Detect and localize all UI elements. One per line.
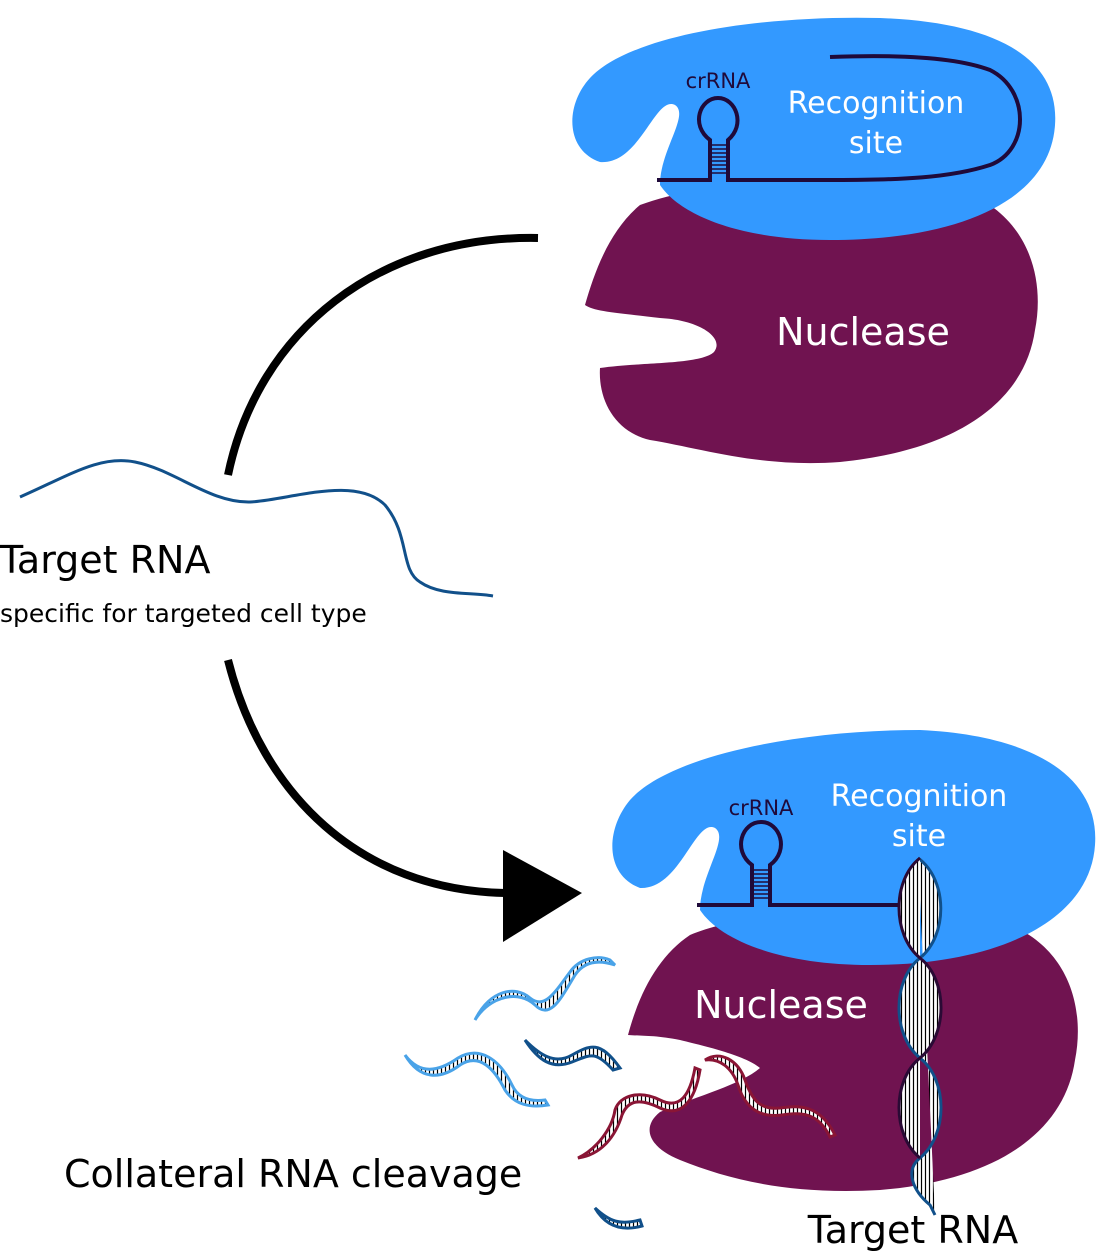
target-rna-title: Target RNA bbox=[0, 538, 210, 582]
lower-arc-arrow bbox=[224, 659, 506, 897]
rna-fragment-1 bbox=[473, 956, 617, 1021]
rna-fragment-3 bbox=[403, 1051, 551, 1108]
collateral-rna-fragments bbox=[403, 956, 838, 1230]
arrowhead bbox=[503, 850, 582, 942]
rna-fragment-5 bbox=[704, 1054, 838, 1139]
top-crrna-label: crRNA bbox=[686, 69, 751, 93]
bottom-complex: crRNA Recognition site Nuclease bbox=[612, 730, 1096, 1216]
bottom-recognition-label-2: site bbox=[892, 819, 946, 854]
top-crrna-hairpin bbox=[657, 54, 1022, 182]
target-rna-subtitle: specific for targeted cell type bbox=[0, 599, 367, 628]
top-recognition-label-2: site bbox=[849, 126, 903, 161]
rna-fragment-4 bbox=[577, 1065, 702, 1160]
top-nuclease-label: Nuclease bbox=[776, 310, 950, 354]
bound-target-rna-label: Target RNA bbox=[807, 1208, 1018, 1252]
bottom-nuclease-label: Nuclease bbox=[694, 983, 868, 1027]
bound-target-rna-helix bbox=[897, 856, 943, 1216]
top-complex: crRNA Recognition site Nuclease bbox=[572, 17, 1056, 464]
target-rna-strand bbox=[19, 459, 494, 598]
bottom-recognition-label-1: Recognition bbox=[831, 779, 1008, 814]
bottom-recognition-body bbox=[612, 730, 1096, 965]
upper-arc-arrow bbox=[224, 233, 539, 476]
process-arrows bbox=[224, 233, 582, 942]
bottom-crrna-hairpin bbox=[697, 819, 915, 907]
rna-fragment-2 bbox=[523, 1038, 623, 1072]
bottom-nuclease-body bbox=[628, 911, 1078, 1191]
top-crrna-loop-strand bbox=[829, 54, 1022, 182]
top-nuclease-body bbox=[585, 180, 1038, 464]
bottom-crrna-label: crRNA bbox=[729, 796, 794, 820]
top-recognition-label-1: Recognition bbox=[788, 86, 965, 121]
free-target-rna: Target RNA specific for targeted cell ty… bbox=[0, 459, 494, 628]
collateral-cleavage-label: Collateral RNA cleavage bbox=[64, 1152, 522, 1196]
top-recognition-body bbox=[572, 17, 1056, 241]
rna-fragment-6 bbox=[593, 1206, 644, 1230]
